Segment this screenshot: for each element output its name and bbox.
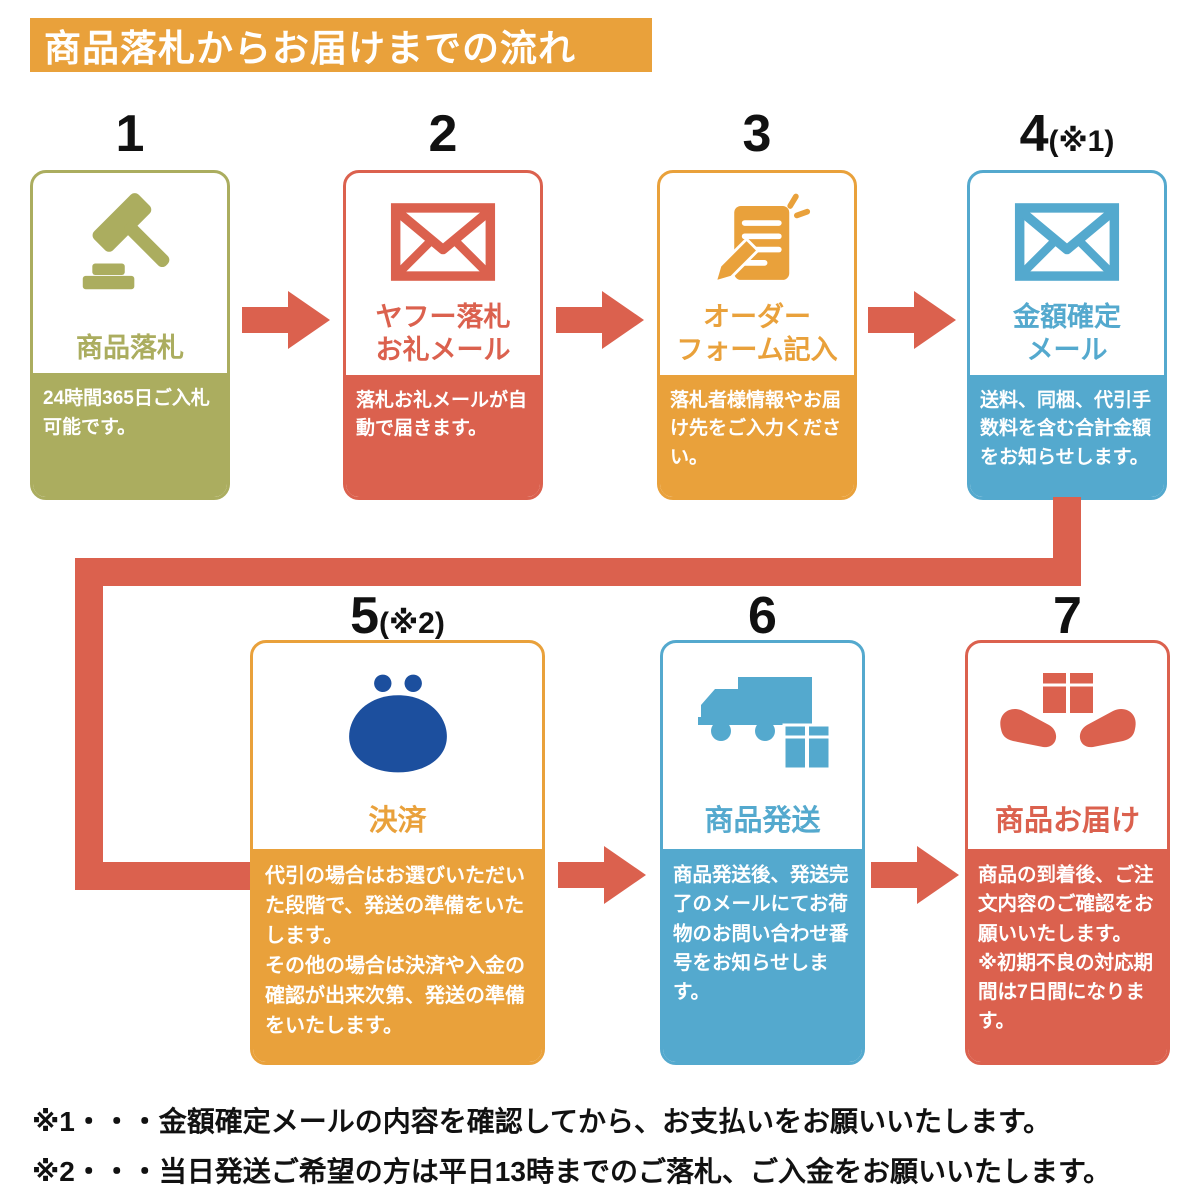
flow-connector <box>75 558 1081 586</box>
step-title: 決済 <box>368 805 427 838</box>
flow-arrow <box>558 846 646 904</box>
step-description: 落札者様情報やお届け先をご入力ください。 <box>660 374 854 497</box>
step-card-5: 決済 代引の場合はお選びいただいた段階で、発送の準備をいたします。 その他の場合… <box>250 640 545 1065</box>
step-card-7: 商品お届け 商品の到着後、ご注文内容のご確認をお願いいたします。 ※初期不良の対… <box>965 640 1170 1065</box>
step-title: 商品落札 <box>76 333 184 364</box>
hands-delivery-icon <box>968 643 1167 793</box>
step-card-3: オーダー フォーム記入 落札者様情報やお届け先をご入力ください。 <box>657 170 857 500</box>
step-number-7: 7 <box>1053 587 1082 645</box>
step-card-2: ヤフー落札 お礼メール 落札お礼メールが自動で届きます。 <box>343 170 543 500</box>
step-card-6: 商品発送 商品発送後、発送完了のメールにてお荷物のお問い合わせ番号をお知らせしま… <box>660 640 865 1065</box>
truck-icon <box>663 643 862 793</box>
flow-arrow <box>556 291 644 349</box>
footnote-1: ※1・・・金額確定メールの内容を確認してから、お支払いをお願いいたします。 <box>32 1106 1052 1137</box>
step-description: 落札お礼メールが自動で届きます。 <box>346 374 540 497</box>
step-number-4: 4(※1) <box>1019 105 1115 163</box>
step-number-2: 2 <box>428 105 458 163</box>
flow-arrow <box>871 846 959 904</box>
step-title: 商品発送 <box>704 805 821 838</box>
header-banner: 商品落札からお届けまでの流れ <box>30 18 652 72</box>
step-title: オーダー フォーム記入 <box>676 302 838 365</box>
mail-icon <box>346 173 540 301</box>
footnote-2: ※2・・・当日発送ご希望の方は平日13時までのご落札、ご入金をお願いいたします。 <box>32 1156 1112 1187</box>
gavel-icon <box>33 173 227 301</box>
step-card-1: 商品落札 24時間365日ご入札可能です。 <box>30 170 230 500</box>
step-title: 商品お届け <box>994 805 1140 838</box>
step-number-1: 1 <box>115 105 145 163</box>
flow-connector <box>75 862 252 890</box>
step-description: 商品発送後、発送完了のメールにてお荷物のお問い合わせ番号をお知らせします。 <box>663 849 862 1062</box>
step-card-4: 金額確定 メール 送料、同梱、代引手数料を含む合計金額をお知らせします。 <box>967 170 1167 500</box>
step-number-5: 5(※2) <box>350 587 445 645</box>
step-title: 金額確定 メール <box>1013 302 1121 365</box>
step-description: 24時間365日ご入札可能です。 <box>33 373 227 497</box>
order-form-icon <box>660 173 854 301</box>
header-title: 商品落札からお届けまでの流れ <box>44 28 576 69</box>
step-title: ヤフー落札 お礼メール <box>375 302 511 365</box>
coin-purse-icon <box>253 643 542 793</box>
flow-arrow <box>868 291 956 349</box>
step-description: 送料、同梱、代引手数料を含む合計金額をお知らせします。 <box>970 374 1164 497</box>
step-number-6: 6 <box>748 587 777 645</box>
step-description: 商品の到着後、ご注文内容のご確認をお願いいたします。 ※初期不良の対応期間は7日… <box>968 849 1167 1062</box>
step-number-3: 3 <box>742 105 772 163</box>
flow-arrow <box>242 291 330 349</box>
mail-icon <box>970 173 1164 301</box>
flow-connector <box>75 558 103 890</box>
step-description: 代引の場合はお選びいただいた段階で、発送の準備をいたします。 その他の場合は決済… <box>253 849 542 1062</box>
